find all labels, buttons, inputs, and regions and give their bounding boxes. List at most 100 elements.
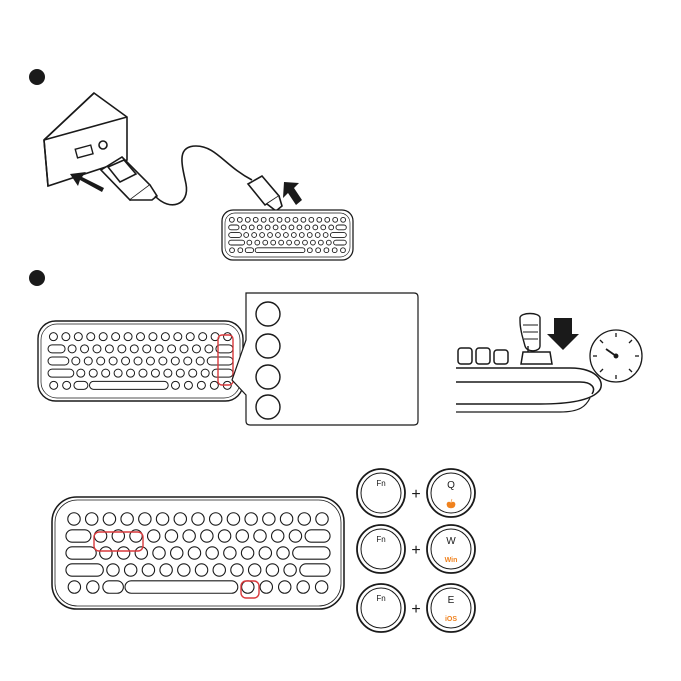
usb-cable [155,146,252,205]
key [137,333,145,341]
key [186,333,194,341]
e-key-label: E [448,595,455,606]
key [236,530,248,542]
indicator-light-3 [256,365,280,389]
key [165,530,177,542]
key [174,333,182,341]
key [229,233,242,238]
key [127,369,135,377]
key [135,547,147,559]
key [74,333,82,341]
key [277,547,289,559]
key [259,547,271,559]
key [118,345,126,353]
key [237,217,242,222]
key [174,513,186,525]
key [201,530,213,542]
key [255,248,305,253]
key [149,333,157,341]
key [68,581,80,593]
key [168,345,176,353]
key [171,357,179,365]
key [321,225,326,230]
os-label-win: Win [445,557,458,564]
key [242,581,254,593]
key [316,513,328,525]
key [325,217,330,222]
key [105,345,113,353]
key [188,547,200,559]
key [48,345,65,353]
key [276,233,281,238]
key [196,357,204,365]
key [249,225,254,230]
key [341,217,346,222]
key [146,357,154,365]
key [97,357,105,365]
key [50,381,58,389]
key [295,240,300,245]
key [134,357,142,365]
key [206,547,218,559]
key [316,248,321,253]
key [139,513,151,525]
key [207,357,233,365]
key [318,240,323,245]
key [74,381,88,389]
key [252,233,257,238]
key [284,233,289,238]
key [160,564,172,576]
key [103,513,115,525]
key [268,233,273,238]
key [260,233,265,238]
key [109,357,117,365]
press-hand-icon [520,314,540,353]
key [307,233,312,238]
key [192,513,204,525]
key [124,564,136,576]
key [307,248,312,253]
small-keyboard-illustration [222,210,353,260]
key [257,225,262,230]
key [293,547,330,559]
key [229,240,245,245]
key [305,225,310,230]
key [164,369,172,377]
shortcut-combo-e: Fn + E iOS [357,584,475,632]
key [279,240,284,245]
e-key [427,584,475,632]
key [171,381,179,389]
key [102,369,110,377]
key [336,225,346,230]
key [122,357,130,365]
key [183,530,195,542]
key [297,581,309,593]
key [224,547,236,559]
key [309,217,314,222]
key [63,381,71,389]
key [299,233,304,238]
keyboard-side-view [456,348,601,412]
key [66,547,96,559]
key [273,225,278,230]
key [297,225,302,230]
usb-c-plug-icon [248,176,282,211]
key [100,547,112,559]
key [89,369,97,377]
key [263,513,275,525]
key [241,225,246,230]
key [247,240,252,245]
key [210,513,222,525]
key [125,581,238,593]
key [280,513,292,525]
arrow-icon [70,172,104,192]
key [195,564,207,576]
step-2-bullet-icon [29,270,45,286]
key [124,333,132,341]
key [254,530,266,542]
key [253,217,258,222]
key [213,564,225,576]
key [315,581,327,593]
key [285,217,290,222]
key [178,564,190,576]
